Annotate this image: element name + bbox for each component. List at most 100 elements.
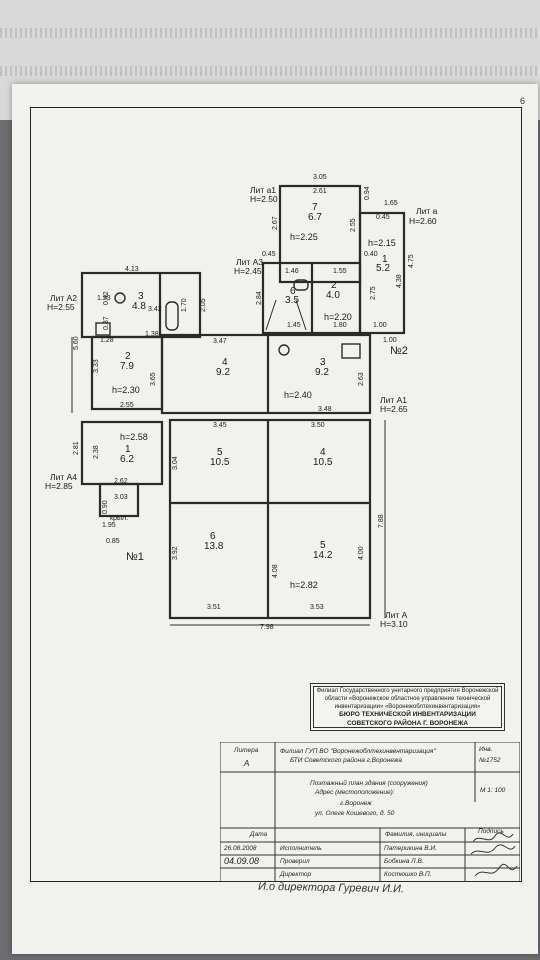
signature-header: Подпись (478, 828, 504, 835)
room-number: 6 (210, 531, 216, 542)
date-checked: 04.09.08 (224, 856, 260, 866)
litera-value: А (244, 759, 250, 768)
inventory-label: Инв. (479, 746, 493, 753)
lit-a1-height: H=2.50 (250, 194, 278, 204)
room-number: 3 (138, 291, 144, 302)
bathtub-icon (165, 301, 179, 331)
apartment-1-label: №1 (126, 551, 144, 563)
boiler-icon (278, 344, 290, 356)
dimension: 3.50 (311, 422, 325, 429)
ceiling-height: h=2.25 (290, 232, 318, 242)
stove-icon (341, 343, 361, 359)
dimension: 3.42 (148, 306, 162, 313)
lit-a4-label: Лит А4 (50, 472, 77, 482)
stamp-line: СОВЕТСКОГО РАЙОНА Г. ВОРОНЕЖА (346, 720, 469, 727)
room-number: 1 (382, 254, 388, 265)
room-area: 4.8 (132, 301, 146, 312)
room-number: 4 (320, 447, 326, 458)
page-number: 6 (520, 96, 526, 106)
apartment-2-label: №2 (390, 345, 408, 357)
lit-a3-label: Лит А3 (236, 257, 263, 267)
ceiling-height: h=2.40 (284, 390, 312, 400)
room-area: 6.2 (120, 454, 134, 465)
dimension: 0.45 (262, 251, 276, 258)
background-sheet-pattern (0, 28, 540, 38)
dimension: 1.80 (333, 322, 347, 329)
name-header: Фамилия, инициалы (385, 831, 447, 838)
handwritten-note: И.о директора Гуревич И.И. (257, 880, 405, 896)
lit-a-height: H=3.10 (380, 619, 408, 629)
dimension: 0.85 (106, 538, 120, 545)
lit-a2-height: H=2.55 (47, 302, 75, 312)
dimension: 1.95 (102, 522, 116, 529)
ceiling-height: h=2.82 (290, 580, 318, 590)
dimension: 0.42 (103, 291, 110, 305)
dimension: 1.65 (384, 200, 398, 207)
stamp-line: Филиал Государственного унитарного предп… (316, 688, 499, 694)
role-executor: Исполнитель (280, 845, 322, 852)
date-header: Дата (250, 831, 268, 838)
dimension: 0.45 (376, 214, 390, 221)
room-area: 9.2 (315, 367, 329, 378)
wall-main-lower (168, 418, 372, 620)
dimension: 4.38 (396, 274, 403, 288)
dimension: 4.08 (272, 564, 279, 578)
dimension: 1.70 (181, 298, 188, 312)
ceiling-height: h=2.30 (112, 385, 140, 395)
room-number: 1 (125, 444, 131, 455)
room-area: 9.2 (216, 367, 230, 378)
date-executor: 26.08.2008 (224, 845, 257, 852)
plan-title: Поэтажный план здания (сооружения) (310, 780, 428, 787)
porch-label: крыл. (110, 515, 129, 522)
scale: М 1: 100 (480, 787, 506, 794)
dimension: 2.63 (358, 372, 365, 386)
lit-a-small-label: Лит а (416, 206, 438, 216)
dimension: 1.46 (285, 268, 299, 275)
dimension: 0.94 (364, 186, 371, 200)
dimension: 3.03 (114, 494, 128, 501)
room-area: 5.2 (376, 263, 390, 274)
dimension: 5.60 (73, 336, 80, 350)
role-director: Директор (280, 871, 312, 878)
dimension: 0.90 (102, 500, 109, 514)
dimension: 3.51 (207, 604, 221, 611)
dimension: 1.55 (333, 268, 347, 275)
porch (98, 482, 140, 518)
dimension: 1.23 (97, 295, 111, 302)
dimension: 2.61 (313, 188, 327, 195)
ceiling-height: h=2.15 (368, 238, 396, 248)
stamp-line: области «Воронежское областное управлени… (324, 696, 491, 702)
dimension: 2.05 (200, 298, 207, 312)
street: ул. Олеге Кошевого, д. 50 (315, 810, 395, 817)
dimension: 1.38 (145, 331, 159, 338)
lit-a1-label: Лит а1 (250, 185, 277, 195)
dimension: 0.40 (364, 251, 378, 258)
dimension: 4.13 (125, 266, 139, 273)
room-area: 7.9 (120, 361, 134, 372)
address-label: Адрес (местоположение): (315, 789, 395, 796)
dimension: 1.00 (373, 322, 387, 329)
ceiling-height: h=2.58 (120, 432, 148, 442)
lit-a3-height: H=2.45 (234, 266, 262, 276)
background-sheet-pattern (0, 66, 540, 76)
dimension: 2.67 (272, 216, 279, 230)
dimension: 2.81 (73, 441, 80, 455)
lit-a1b-height: H=2.65 (380, 404, 408, 414)
city: г.Воронеж (340, 800, 372, 807)
dimension: 4.00 (358, 546, 365, 560)
stamp-line: инвентаризации» «Воронежоблтехинвентариз… (334, 704, 481, 710)
lit-a4-height: H=2.85 (45, 481, 73, 491)
org-line-2: БТИ Советского района г.Воронежа (290, 757, 403, 764)
room-area: 4.0 (326, 290, 340, 301)
dimension: 3.33 (93, 359, 100, 373)
lit-a-label: Лит А (385, 610, 408, 620)
dimension: 4.75 (408, 254, 415, 268)
room-area: 6.7 (308, 212, 322, 223)
sink-icon (293, 279, 309, 291)
dimension: 3.53 (310, 604, 324, 611)
room-number: 4 (222, 357, 228, 368)
dimension: 3.45 (213, 422, 227, 429)
lit-a-small-height: H=2.60 (409, 216, 437, 226)
dimension: 2.75 (370, 286, 377, 300)
